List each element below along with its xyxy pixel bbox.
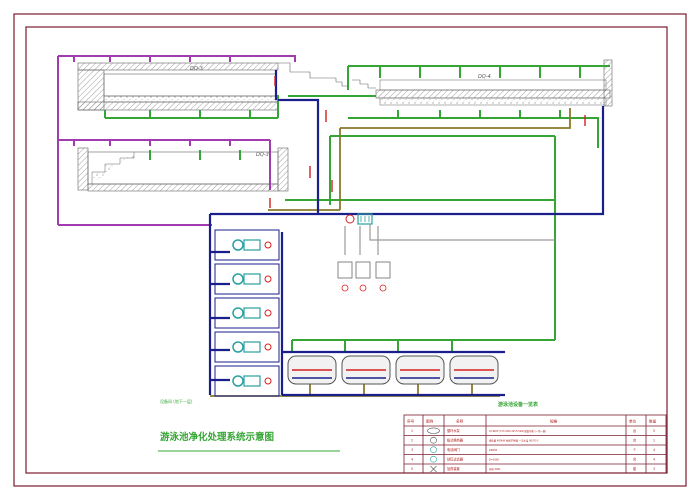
pump-4 — [232, 341, 272, 353]
legend-header-spec: 规格 — [550, 419, 558, 424]
sand-filters — [287, 355, 499, 385]
svg-text:5: 5 — [653, 429, 655, 433]
circulation-pumps — [232, 239, 272, 387]
svg-text:1: 1 — [411, 429, 413, 433]
svg-text:电动阀门: 电动阀门 — [447, 447, 460, 452]
pool-label-upper-left: DQ-3 — [190, 66, 203, 72]
svg-text:容积 200L: 容积 200L — [489, 467, 501, 471]
svg-text:个: 个 — [633, 448, 637, 452]
svg-text:台: 台 — [633, 438, 636, 443]
inner-frame — [25, 26, 668, 474]
pool-label-upper-right: DQ-4 — [478, 74, 491, 80]
dosing-lines — [344, 224, 555, 255]
svg-text:D=1600: D=1600 — [489, 459, 499, 462]
pump-3 — [232, 307, 272, 319]
legend-table — [403, 414, 667, 474]
valves — [269, 76, 586, 208]
pool-lower — [77, 147, 289, 192]
outer-frame — [13, 13, 687, 487]
pool-upper-right — [352, 59, 613, 107]
svg-text:循环水泵: 循环水泵 — [447, 428, 461, 433]
purple-pipe-network — [57, 55, 296, 226]
legend-row: 4 砂缸过滤器 D=1600 台 4 — [411, 455, 655, 463]
svg-text:Q=60m³/h H=20m N=5.5kW 配套电机 (一: Q=60m³/h H=20m N=5.5kW 配套电机 (一用一备) — [489, 429, 546, 433]
pool-label-lower: DQ-3 — [256, 152, 269, 158]
svg-text:4: 4 — [653, 448, 655, 452]
equipment-list-stamp: 游泳池设备一览表 — [498, 401, 539, 408]
dosing-tanks — [337, 261, 391, 292]
svg-text:3: 3 — [411, 448, 413, 452]
legend-row: 5 加药装置 容积 200L 套 3 — [411, 465, 655, 473]
filter-3 — [395, 355, 445, 385]
legend-header-icon: 图例 — [426, 419, 434, 424]
legend-header-name: 名称 — [456, 419, 464, 424]
legend-row: 1 循环水泵 Q=60m³/h H=20m N=5.5kW 配套电机 (一用一备… — [411, 427, 655, 434]
equipment-room-note: 设备间 (地下一层) — [160, 398, 193, 404]
svg-text:台: 台 — [633, 428, 636, 433]
pump-5 — [232, 375, 272, 387]
navy-pipe-network — [208, 70, 605, 397]
legend-headers: 序号 图例 名称 规格 单位 数量 — [407, 419, 657, 424]
legend-header-qty: 数量 — [649, 419, 657, 424]
pool-upper-left — [77, 62, 349, 111]
svg-text:砂缸过滤器: 砂缸过滤器 — [447, 457, 464, 462]
svg-text:2: 2 — [411, 439, 413, 443]
svg-text:加药装置: 加药装置 — [447, 466, 460, 471]
svg-text:4: 4 — [411, 458, 413, 462]
legend-row: 3 电动阀门 DN150 个 4 — [411, 446, 655, 454]
pump-1 — [232, 239, 272, 251]
pump-2 — [232, 273, 272, 285]
svg-text:板式换热器: 板式换热器 — [447, 438, 464, 443]
filter-1 — [287, 355, 337, 385]
pump-rack-frames — [214, 229, 280, 397]
legend-rows: 1 循环水泵 Q=60m³/h H=20m N=5.5kW 配套电机 (一用一备… — [411, 427, 655, 473]
svg-text:1: 1 — [653, 439, 655, 443]
green-pipe-network — [104, 65, 610, 352]
svg-text:换热量 400kW 材质不锈钢 一次水温 90/70℃: 换热量 400kW 材质不锈钢 一次水温 90/70℃ — [489, 439, 539, 443]
svg-text:4: 4 — [653, 458, 655, 462]
svg-text:套: 套 — [633, 466, 637, 471]
svg-text:5: 5 — [411, 467, 413, 471]
svg-text:台: 台 — [633, 457, 636, 462]
legend-row: 2 板式换热器 换热量 400kW 材质不锈钢 一次水温 90/70℃ 台 1 — [411, 436, 655, 444]
filter-4 — [449, 355, 499, 385]
heat-exchanger — [345, 213, 373, 225]
drawing-title: 游泳池净化处理系统示意图 — [160, 431, 274, 443]
legend-header-no: 序号 — [407, 419, 415, 424]
legend-header-unit: 单位 — [629, 419, 637, 424]
svg-text:3: 3 — [653, 467, 655, 471]
svg-text:DN150: DN150 — [489, 449, 498, 452]
filter-2 — [341, 355, 391, 385]
